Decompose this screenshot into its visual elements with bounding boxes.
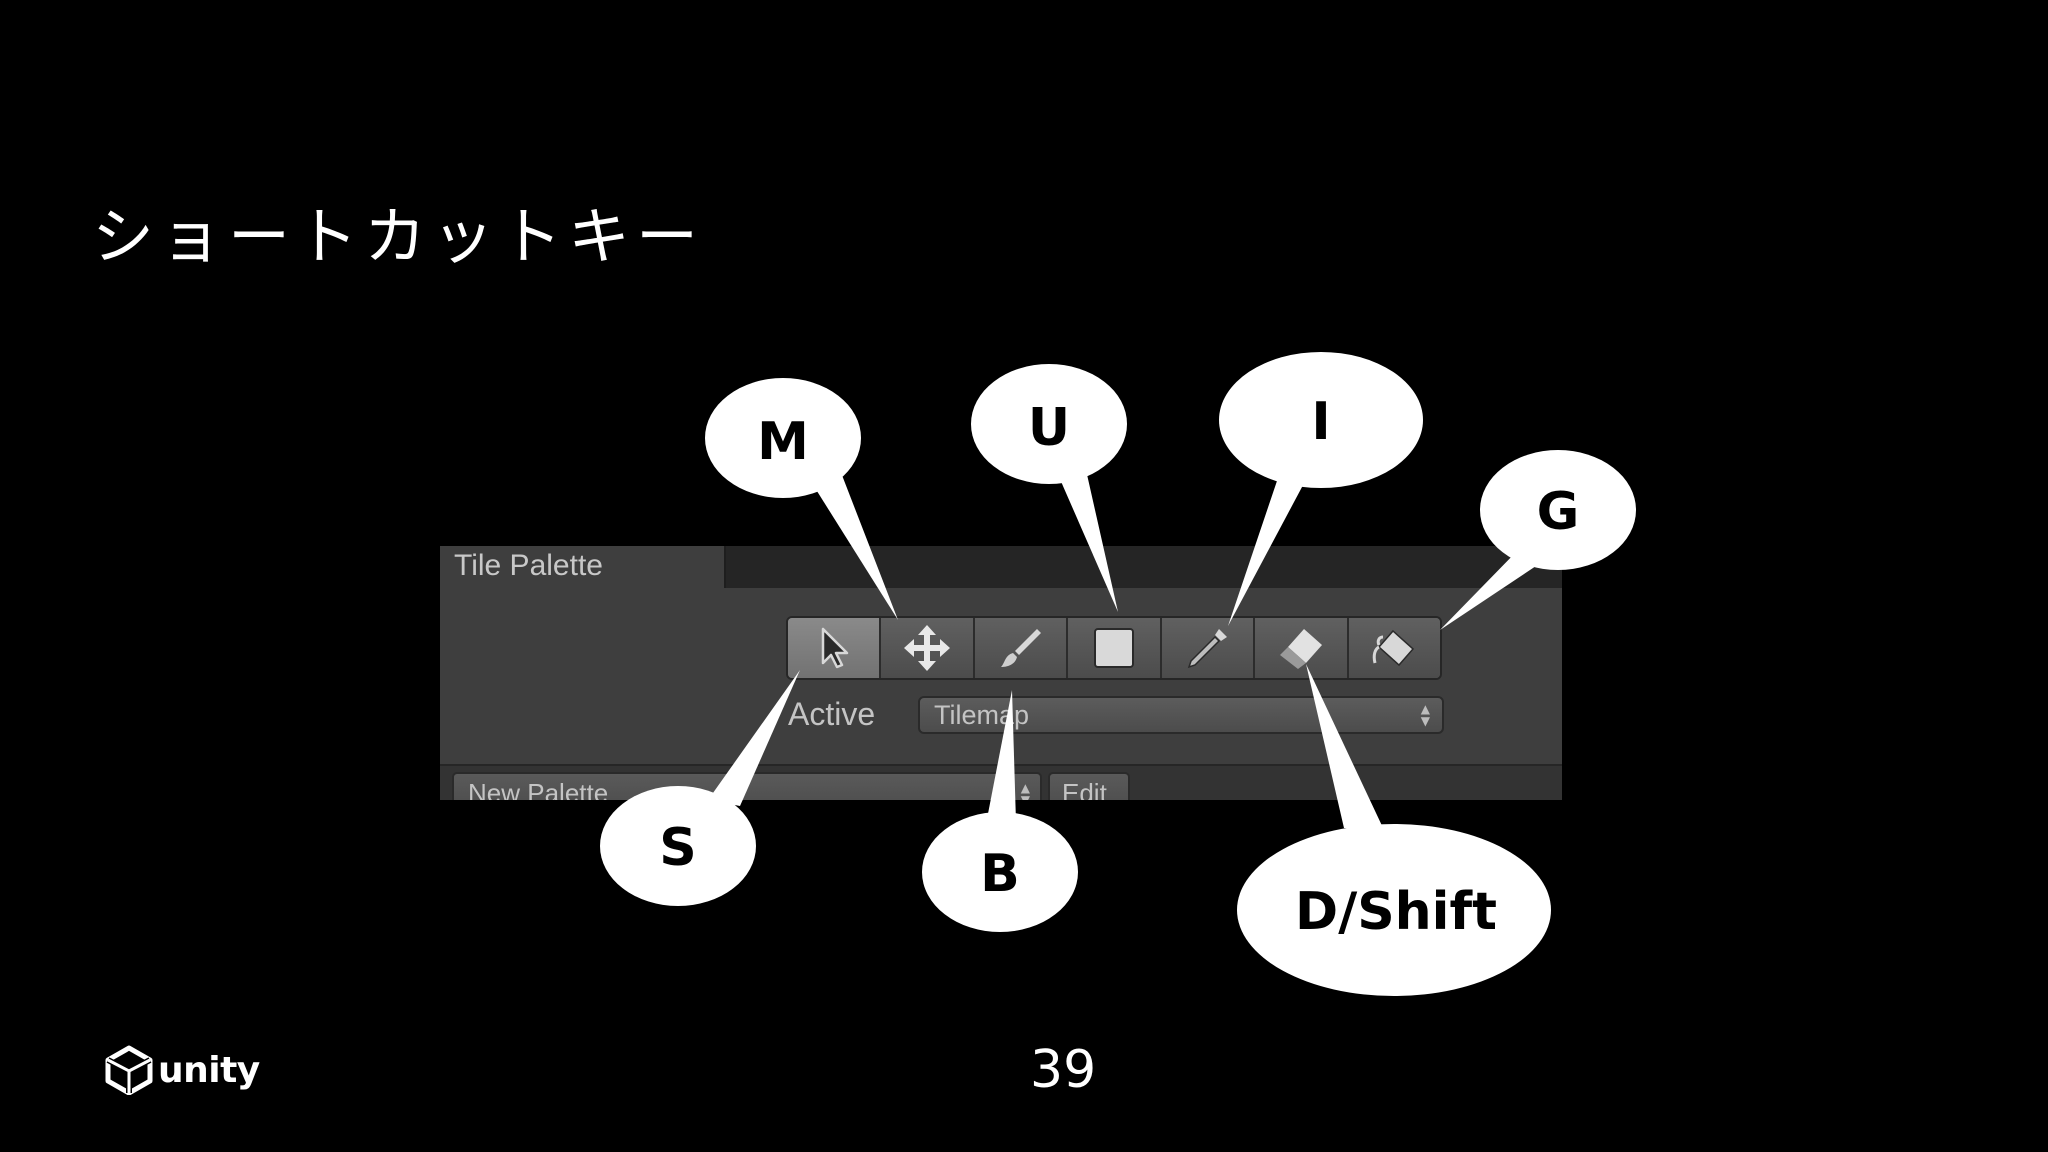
callout-erase bbox=[1237, 664, 1551, 996]
callout-box-fill bbox=[971, 364, 1127, 612]
callout-paint bbox=[922, 690, 1078, 932]
callout-move bbox=[705, 378, 898, 620]
paint-tool-button[interactable] bbox=[974, 618, 1069, 678]
tab-label: Tile Palette bbox=[454, 549, 603, 582]
brush-icon bbox=[1000, 629, 1041, 667]
palette-select-value: New Palette bbox=[468, 778, 609, 800]
erase-tool-button[interactable] bbox=[1255, 618, 1349, 678]
logo-text: unity bbox=[158, 1049, 260, 1091]
flood-fill-tool-button[interactable] bbox=[1348, 618, 1440, 678]
select-arrows-icon: ▲▼ bbox=[1420, 702, 1430, 728]
callout-picker bbox=[1219, 352, 1423, 626]
move-arrows-icon bbox=[904, 625, 951, 671]
arrow-pointer-icon bbox=[821, 627, 848, 669]
eyedropper-icon bbox=[1188, 629, 1228, 669]
callout-flood-fill bbox=[1440, 450, 1636, 630]
tile-palette-window: Tile Palette bbox=[440, 546, 1562, 800]
select-arrows-icon: ▲▼ bbox=[1020, 781, 1030, 800]
callout-label-paint: B bbox=[980, 844, 1020, 904]
page-number: 39 bbox=[1030, 1040, 1097, 1100]
callout-label-flood-fill: G bbox=[1536, 482, 1580, 542]
callout-label-erase: D/Shift bbox=[1295, 882, 1497, 942]
callout-label-select: S bbox=[659, 818, 697, 878]
callout-label-picker: I bbox=[1311, 392, 1331, 452]
select-tool-button[interactable] bbox=[788, 618, 882, 678]
slide-title: ショートカットキー bbox=[92, 200, 705, 273]
picker-tool-button[interactable] bbox=[1161, 618, 1256, 678]
edit-button[interactable]: Edit bbox=[1048, 772, 1130, 800]
tab-bar: Tile Palette bbox=[440, 546, 1562, 588]
tool-toolbar bbox=[786, 616, 1442, 680]
callout-label-move: M bbox=[757, 412, 809, 472]
callout-label-box-fill: U bbox=[1027, 398, 1071, 458]
callout-select bbox=[600, 670, 800, 906]
edit-button-label: Edit bbox=[1062, 778, 1107, 800]
active-tilemap-select[interactable]: Tilemap ▲▼ bbox=[918, 696, 1444, 734]
square-icon bbox=[1093, 628, 1134, 668]
active-label: Active bbox=[788, 696, 876, 732]
unity-cube-icon bbox=[105, 1045, 153, 1095]
move-tool-button[interactable] bbox=[881, 618, 975, 678]
tab-tile-palette[interactable]: Tile Palette bbox=[440, 546, 726, 588]
unity-logo: unity bbox=[104, 1040, 260, 1100]
eraser-icon bbox=[1279, 629, 1322, 669]
active-tilemap-value: Tilemap bbox=[934, 700, 1030, 730]
box-fill-tool-button[interactable] bbox=[1068, 618, 1162, 678]
paint-bucket-icon bbox=[1372, 629, 1415, 667]
